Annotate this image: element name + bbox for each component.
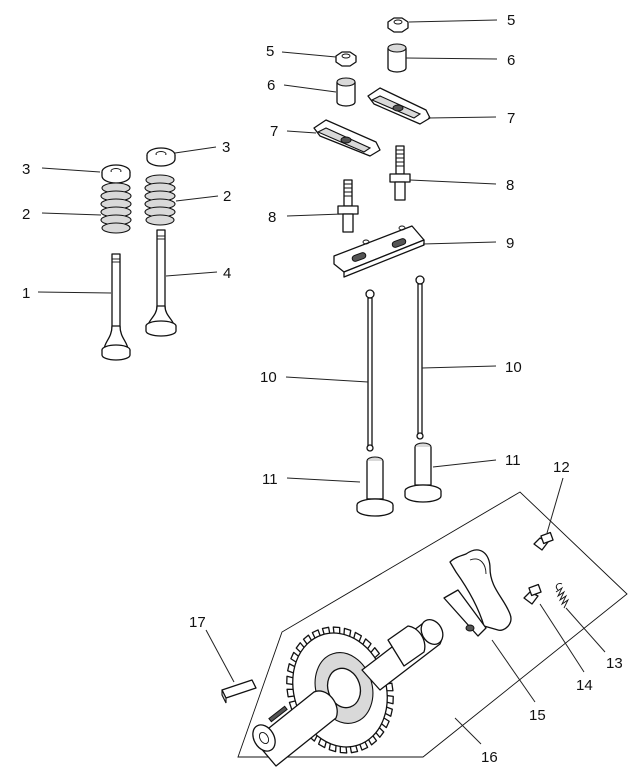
push-rod-right <box>415 275 425 440</box>
pivot-ball-upper <box>387 43 407 73</box>
tappet-right <box>404 442 442 503</box>
callout-11-left: 11 <box>262 471 278 488</box>
callout-7-right: 7 <box>507 110 515 127</box>
callout-3-left: 3 <box>22 161 30 178</box>
pivot-ball-lower <box>336 77 356 107</box>
callout-6-mid: 6 <box>267 77 275 94</box>
callout-5-mid: 5 <box>266 43 274 60</box>
callout-15: 15 <box>529 707 546 724</box>
rocker-arm-upper <box>367 87 431 125</box>
callout-13: 13 <box>606 655 623 672</box>
callout-8-left: 8 <box>268 209 276 226</box>
callout-6-top: 6 <box>507 52 515 69</box>
callout-2-left: 2 <box>22 206 30 223</box>
rocker-stud-left <box>337 179 359 233</box>
callout-1: 1 <box>22 285 30 302</box>
pivot-pin-12 <box>533 531 554 551</box>
callout-5-top: 5 <box>507 12 515 29</box>
pin-14 <box>523 583 542 605</box>
callout-4: 4 <box>223 265 231 282</box>
rocker-stud-right <box>389 145 411 201</box>
rocker-arm-lower <box>313 119 381 157</box>
adjuster-nut-upper <box>387 17 409 33</box>
valve-spring-right <box>144 174 176 226</box>
callout-7-left: 7 <box>270 123 278 140</box>
woodruff-key <box>221 679 257 704</box>
adjuster-nut-lower <box>335 51 357 67</box>
camshaft-body <box>252 619 444 767</box>
callout-9: 9 <box>506 235 514 252</box>
camshaft-assembly-box <box>237 491 628 758</box>
callout-11-right: 11 <box>505 452 521 469</box>
spring-13 <box>555 583 570 609</box>
callout-2-right: 2 <box>223 188 231 205</box>
callout-16: 16 <box>481 749 498 766</box>
callout-3-right: 3 <box>222 139 230 156</box>
valve-retainer-left <box>101 164 131 184</box>
valve-retainer-right <box>146 147 176 167</box>
callout-12: 12 <box>553 459 570 476</box>
guide-plate <box>333 225 425 278</box>
push-rod-left <box>365 289 375 452</box>
callout-8-right: 8 <box>506 177 514 194</box>
tappet-left <box>356 456 394 517</box>
valve-spring-left <box>100 182 132 234</box>
leader-lines <box>37 19 606 745</box>
callout-10-right: 10 <box>505 359 522 376</box>
valve-right <box>145 229 177 337</box>
compression-release-lever <box>443 549 512 637</box>
callout-14: 14 <box>576 677 593 694</box>
callout-labels: 1 2 2 3 3 4 5 5 6 6 7 7 8 8 9 10 10 11 1… <box>22 12 623 766</box>
callout-10-left: 10 <box>260 369 277 386</box>
valve-left <box>101 253 131 361</box>
callout-17: 17 <box>189 614 206 631</box>
